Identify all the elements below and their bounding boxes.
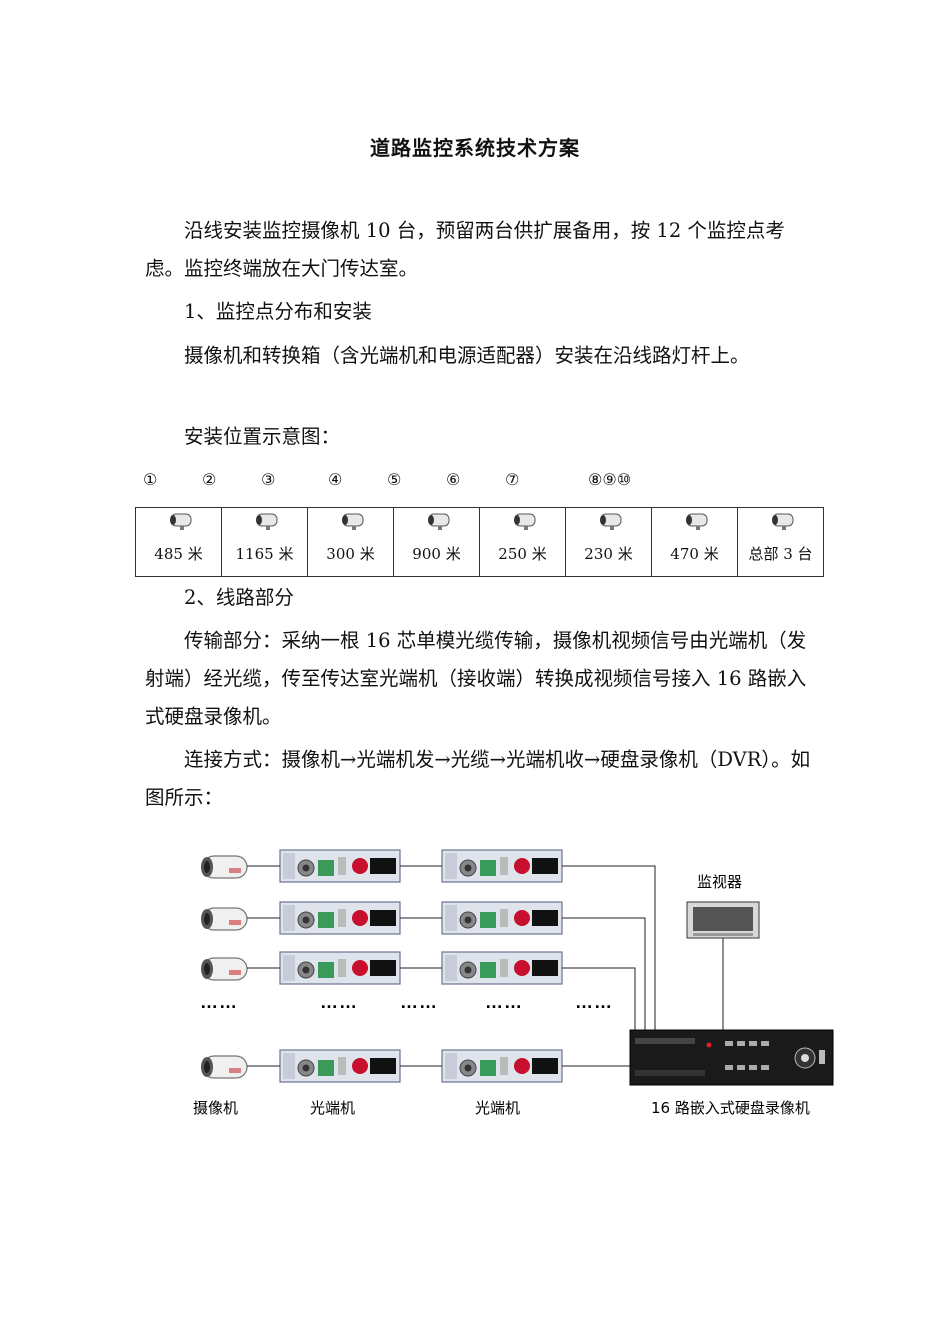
receiver-module — [441, 901, 563, 935]
location-marker-1: ① — [143, 470, 158, 489]
dvr-label: 16 路嵌入式硬盘录像机 — [651, 1099, 810, 1117]
connection-diagram: …… …… …… …… …… 摄像机 光端机 光端机 监视器 16 路嵌入式硬盘… — [193, 849, 834, 1117]
diagram-caption: 安装位置示意图： — [184, 425, 341, 448]
location-cell: 470 米 — [651, 507, 738, 577]
camera-icon — [200, 855, 248, 879]
camera-icon — [200, 1055, 248, 1079]
distance-label: 300 米 — [326, 545, 375, 563]
camera-icon — [341, 513, 363, 530]
location-marker-7: ⑦ — [505, 470, 520, 489]
camera-icon — [771, 513, 793, 530]
dvr-icon — [629, 1029, 834, 1086]
transmitter-module — [279, 1049, 401, 1083]
monitor-icon — [686, 901, 760, 939]
section-1-heading: 1、监控点分布和安装 — [184, 300, 372, 323]
receiver-label: 光端机 — [475, 1099, 520, 1117]
location-cell: 900 米 — [393, 507, 480, 577]
distance-label: 250 米 — [498, 545, 547, 563]
camera-icon — [513, 513, 535, 530]
distance-label: 900 米 — [412, 545, 461, 563]
location-marker-8-10: ⑧⑨⑩ — [588, 470, 632, 489]
camera-icon — [255, 513, 277, 530]
camera-icon — [169, 513, 191, 530]
camera-icon — [200, 907, 248, 931]
distance-label: 总部 3 台 — [748, 545, 813, 563]
ellipsis: …… — [320, 992, 358, 1012]
transmitter-module — [279, 901, 401, 935]
location-cell: 总部 3 台 — [737, 507, 824, 577]
intro-paragraph: 沿线安装监控摄像机 10 台，预留两台供扩展备用，按 12 个监控点考虑。监控终… — [145, 219, 785, 280]
distance-label: 485 米 — [154, 545, 203, 563]
camera-label: 摄像机 — [193, 1099, 238, 1117]
distance-label: 230 米 — [584, 545, 633, 563]
location-marker-6: ⑥ — [446, 470, 461, 489]
install-paragraph: 摄像机和转换箱（含光端机和电源适配器）安装在沿线路灯杆上。 — [184, 344, 750, 367]
location-marker-5: ⑤ — [387, 470, 402, 489]
ellipsis: …… — [575, 992, 613, 1012]
location-cell: 230 米 — [565, 507, 652, 577]
transmitter-label: 光端机 — [310, 1099, 355, 1117]
document-title: 道路监控系统技术方案 — [370, 136, 580, 160]
distance-label: 470 米 — [670, 545, 719, 563]
location-cell: 300 米 — [307, 507, 394, 577]
location-cell: 485 米 — [135, 507, 222, 577]
transmitter-module — [279, 849, 401, 883]
receiver-module — [441, 1049, 563, 1083]
receiver-module — [441, 951, 563, 985]
transmission-paragraph: 传输部分：采纳一根 16 芯单模光缆传输，摄像机视频信号由光端机（发射端）经光缆… — [145, 629, 807, 728]
location-table: 485 米 1165 米 300 米 900 米 250 米 230 米 470… — [135, 507, 824, 577]
location-cell: 250 米 — [479, 507, 566, 577]
camera-icon — [200, 957, 248, 981]
transmitter-module — [279, 951, 401, 985]
connection-paragraph: 连接方式：摄像机→光端机发→光缆→光端机收→硬盘录像机（DVR）。如图所示： — [145, 748, 811, 809]
camera-icon — [599, 513, 621, 530]
location-cell: 1165 米 — [221, 507, 308, 577]
location-marker-3: ③ — [261, 470, 276, 489]
location-marker-4: ④ — [328, 470, 343, 489]
ellipsis: …… — [400, 992, 438, 1012]
camera-icon — [685, 513, 707, 530]
ellipsis: …… — [485, 992, 523, 1012]
ellipsis: …… — [200, 992, 238, 1012]
distance-label: 1165 米 — [235, 545, 294, 563]
monitor-label: 监视器 — [697, 873, 742, 891]
section-2-heading: 2、线路部分 — [184, 586, 294, 609]
location-marker-2: ② — [202, 470, 217, 489]
camera-icon — [427, 513, 449, 530]
receiver-module — [441, 849, 563, 883]
